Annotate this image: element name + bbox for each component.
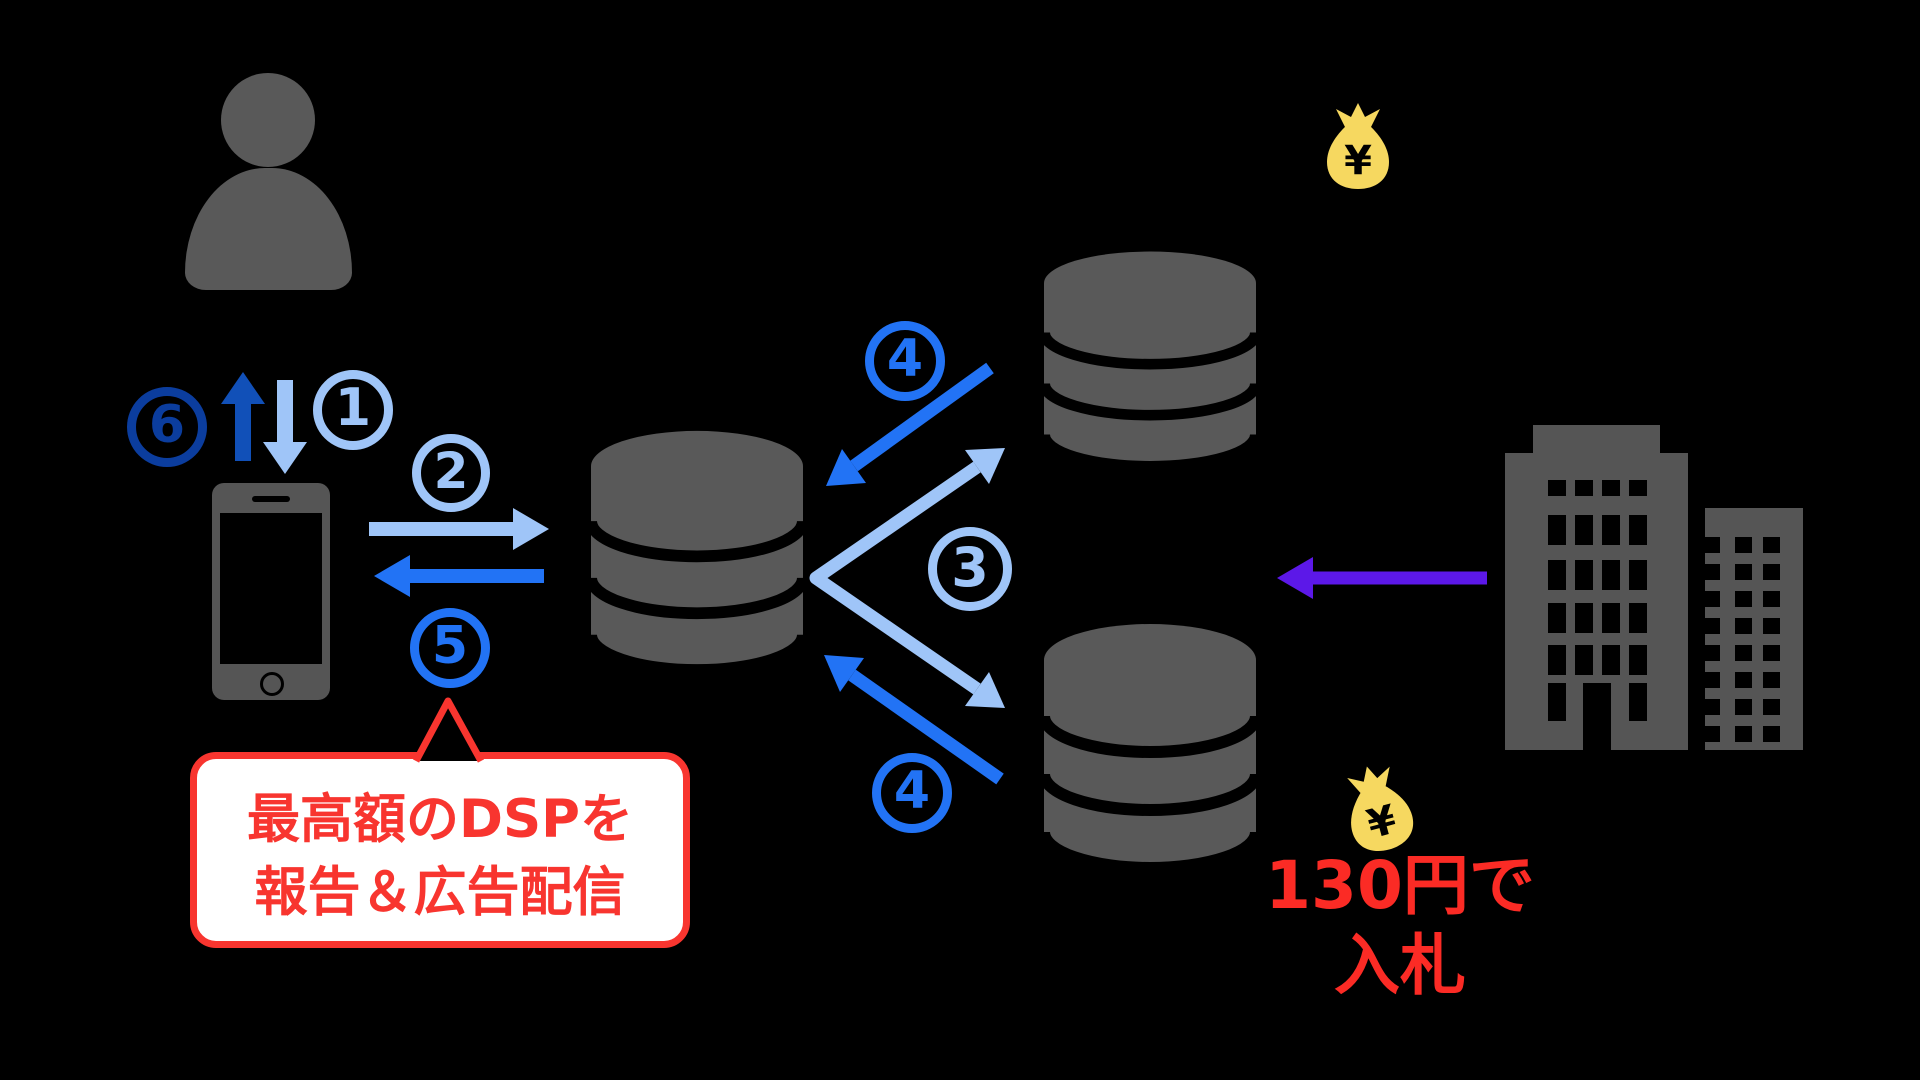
dsp-top-database-icon — [1040, 251, 1260, 468]
advertiser-arrow-left — [1277, 557, 1487, 599]
ssp-database-icon — [587, 430, 807, 672]
office-building-icon — [1505, 425, 1803, 750]
step-6-arrow-up — [221, 372, 265, 461]
bid-line-2: 入札 — [1334, 927, 1466, 1004]
phone-speaker — [252, 496, 290, 502]
step-1-arrow-down — [263, 380, 307, 474]
user-body — [185, 168, 352, 290]
phone-screen — [220, 513, 322, 664]
money-bag-top-icon: ¥ — [1327, 103, 1389, 189]
bubble-line-1: 最高額のDSPを — [246, 789, 633, 850]
smartphone-icon — [212, 483, 330, 700]
money-bag-bottom-icon: ¥ — [1347, 766, 1414, 852]
phone-home-button — [260, 672, 284, 696]
dsp-bottom-database-icon — [1040, 624, 1260, 870]
yen-symbol: ¥ — [1344, 138, 1372, 184]
bubble-line-2: 報告＆広告配信 — [254, 862, 626, 923]
step-2-badge: 2 — [412, 434, 490, 512]
step-6-badge: 6 — [127, 387, 207, 467]
bid-line-1: 130円で — [1265, 847, 1535, 924]
building-windows — [1548, 480, 1780, 750]
step-1-badge: 1 — [313, 370, 393, 450]
user-head — [221, 73, 315, 167]
step-5-arrow-left — [374, 555, 544, 597]
step-3-badge: 3 — [928, 527, 1012, 611]
building-door — [1583, 683, 1611, 750]
step-2-arrow-right — [369, 508, 549, 550]
step-4-bottom-badge: 4 — [872, 753, 952, 833]
step-4-top-badge: 4 — [865, 321, 945, 401]
speech-bubble: 最高額のDSPを 報告＆広告配信 — [190, 752, 690, 948]
bid-price-note: 130円で 入札 — [1230, 846, 1570, 1006]
step-5-badge: 5 — [410, 608, 490, 688]
